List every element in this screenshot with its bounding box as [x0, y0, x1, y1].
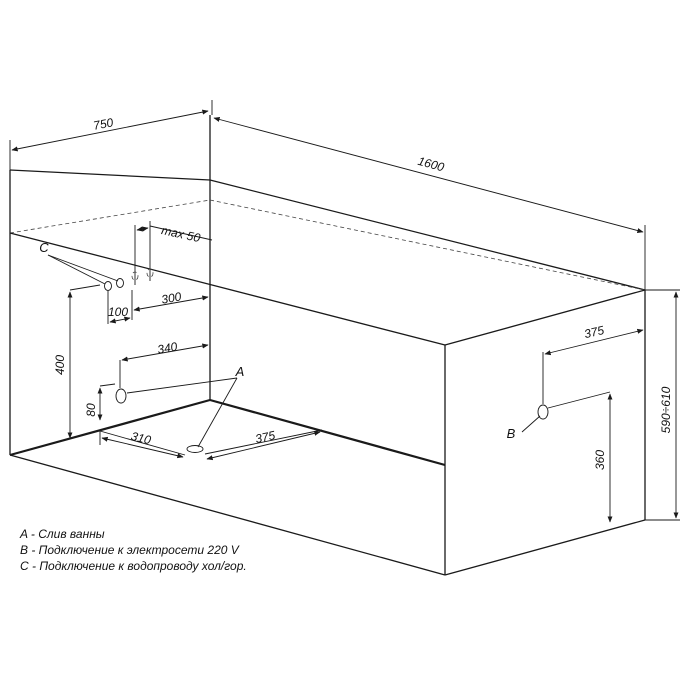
cold-water-pipe-icon: [104, 281, 112, 291]
power-connection: 375 360 B: [507, 323, 644, 523]
legend: A - Слив ванны B - Подключение к электро…: [20, 526, 420, 574]
dimension-400: 400: [53, 284, 101, 439]
dimension-750: 750: [9, 100, 213, 170]
water-supply-pipes: max 50 C: [39, 221, 213, 291]
dimension-label-100: 100: [108, 305, 128, 319]
dimension-300-100: 100 300: [107, 289, 209, 324]
legend-item-drain: A - Слив ванны: [20, 527, 105, 541]
dimension-total-height: 590÷610: [645, 289, 680, 521]
bathtub-outline: [9, 199, 646, 576]
legend-item-water: C - Подключение к водопроводу хол/гор.: [20, 559, 247, 573]
power-socket-icon: [537, 404, 549, 420]
dimension-label-400: 400: [53, 355, 67, 375]
dimension-label-max-50: max 50: [160, 223, 202, 245]
dimension-label-80: 80: [84, 403, 98, 417]
drain-hole-icon: [186, 445, 204, 453]
overflow-pipe-icon: [115, 388, 127, 404]
dimension-label-360: 360: [593, 450, 607, 470]
marker-label-b: B: [507, 426, 516, 441]
marker-label-c: C: [39, 240, 49, 255]
dimension-label-375-drain: 375: [254, 428, 277, 446]
dimension-1600: 1600: [213, 117, 646, 290]
dimension-label-590-610: 590÷610: [659, 386, 673, 433]
dimension-label-375-power: 375: [583, 323, 606, 341]
drain-assembly: 340 80 A 310 375: [84, 339, 323, 461]
hot-water-pipe-icon: [116, 278, 124, 288]
dimension-label-1600: 1600: [416, 154, 446, 175]
room-walls: [9, 115, 646, 576]
dimension-label-300: 300: [160, 289, 182, 306]
dimension-label-340: 340: [156, 339, 178, 356]
dimension-label-750: 750: [92, 115, 115, 133]
marker-label-a: A: [235, 364, 245, 379]
dimension-label-310: 310: [130, 429, 153, 448]
legend-item-power: B - Подключение к электросети 220 V: [20, 543, 239, 557]
